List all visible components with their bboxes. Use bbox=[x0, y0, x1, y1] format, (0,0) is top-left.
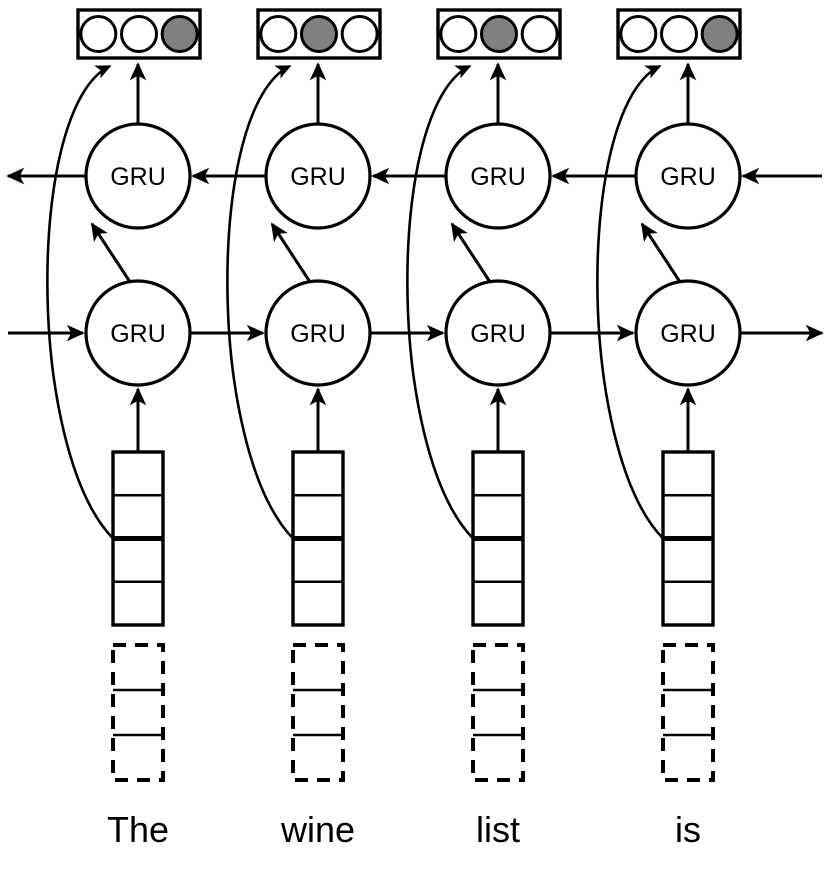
forward-gru-cell-1[interactable] bbox=[264, 279, 372, 387]
forward-to-backward-gru-3 bbox=[640, 222, 684, 286]
output-cell-filled-3-2 bbox=[700, 15, 739, 53]
skip-connection-embedding-to-output-3 bbox=[596, 64, 664, 540]
output-cell-empty-3-0 bbox=[619, 15, 658, 53]
forward-gru-label-3: GRU bbox=[660, 320, 716, 348]
output-cell-filled-0-2 bbox=[160, 15, 199, 53]
output-cell-empty-1-2 bbox=[340, 15, 379, 53]
output-cell-empty-0-1 bbox=[120, 15, 158, 53]
forward-gru-label-2: GRU bbox=[470, 320, 526, 348]
forward-gru-label-1: GRU bbox=[290, 320, 346, 348]
backward-gru-label-0: GRU bbox=[110, 163, 166, 191]
backward-gru-label-1: GRU bbox=[290, 163, 346, 191]
skip-connection-embedding-to-output-0 bbox=[46, 64, 114, 540]
output-cell-filled-1-1 bbox=[300, 15, 338, 53]
forward-gru-label-0: GRU bbox=[110, 320, 166, 348]
output-cell-empty-0-0 bbox=[79, 15, 118, 53]
onehot-box-0[interactable] bbox=[111, 643, 165, 782]
backward-gru-cell-3[interactable] bbox=[634, 122, 742, 230]
onehot-box-3[interactable] bbox=[661, 643, 715, 782]
output-cell-empty-2-2 bbox=[520, 15, 559, 53]
backward-gru-label-2: GRU bbox=[470, 163, 526, 191]
word-label-3: is bbox=[675, 809, 701, 850]
output-cell-empty-1-0 bbox=[259, 15, 298, 53]
forward-gru-cell-3[interactable] bbox=[634, 279, 742, 387]
output-cell-empty-3-1 bbox=[660, 15, 698, 53]
forward-gru-cell-0[interactable] bbox=[84, 279, 192, 387]
word-label-2: list bbox=[476, 809, 520, 850]
onehot-box-2[interactable] bbox=[471, 643, 525, 782]
skip-connection-embedding-to-output-1 bbox=[226, 64, 294, 540]
backward-gru-label-3: GRU bbox=[660, 163, 716, 191]
word-label-0: The bbox=[107, 809, 169, 850]
onehot-box-1[interactable] bbox=[291, 643, 345, 782]
backward-gru-cell-0[interactable] bbox=[84, 122, 192, 230]
word-label-1: wine bbox=[280, 809, 355, 850]
backward-gru-cell-1[interactable] bbox=[264, 122, 372, 230]
forward-to-backward-gru-2 bbox=[450, 222, 494, 286]
backward-gru-cell-2[interactable] bbox=[444, 122, 552, 230]
skip-connection-embedding-to-output-2 bbox=[406, 64, 474, 540]
forward-to-backward-gru-0 bbox=[90, 222, 134, 286]
forward-gru-cell-2[interactable] bbox=[444, 279, 552, 387]
output-cell-filled-2-1 bbox=[480, 15, 518, 53]
output-cell-empty-2-0 bbox=[439, 15, 478, 53]
forward-to-backward-gru-1 bbox=[270, 222, 314, 286]
